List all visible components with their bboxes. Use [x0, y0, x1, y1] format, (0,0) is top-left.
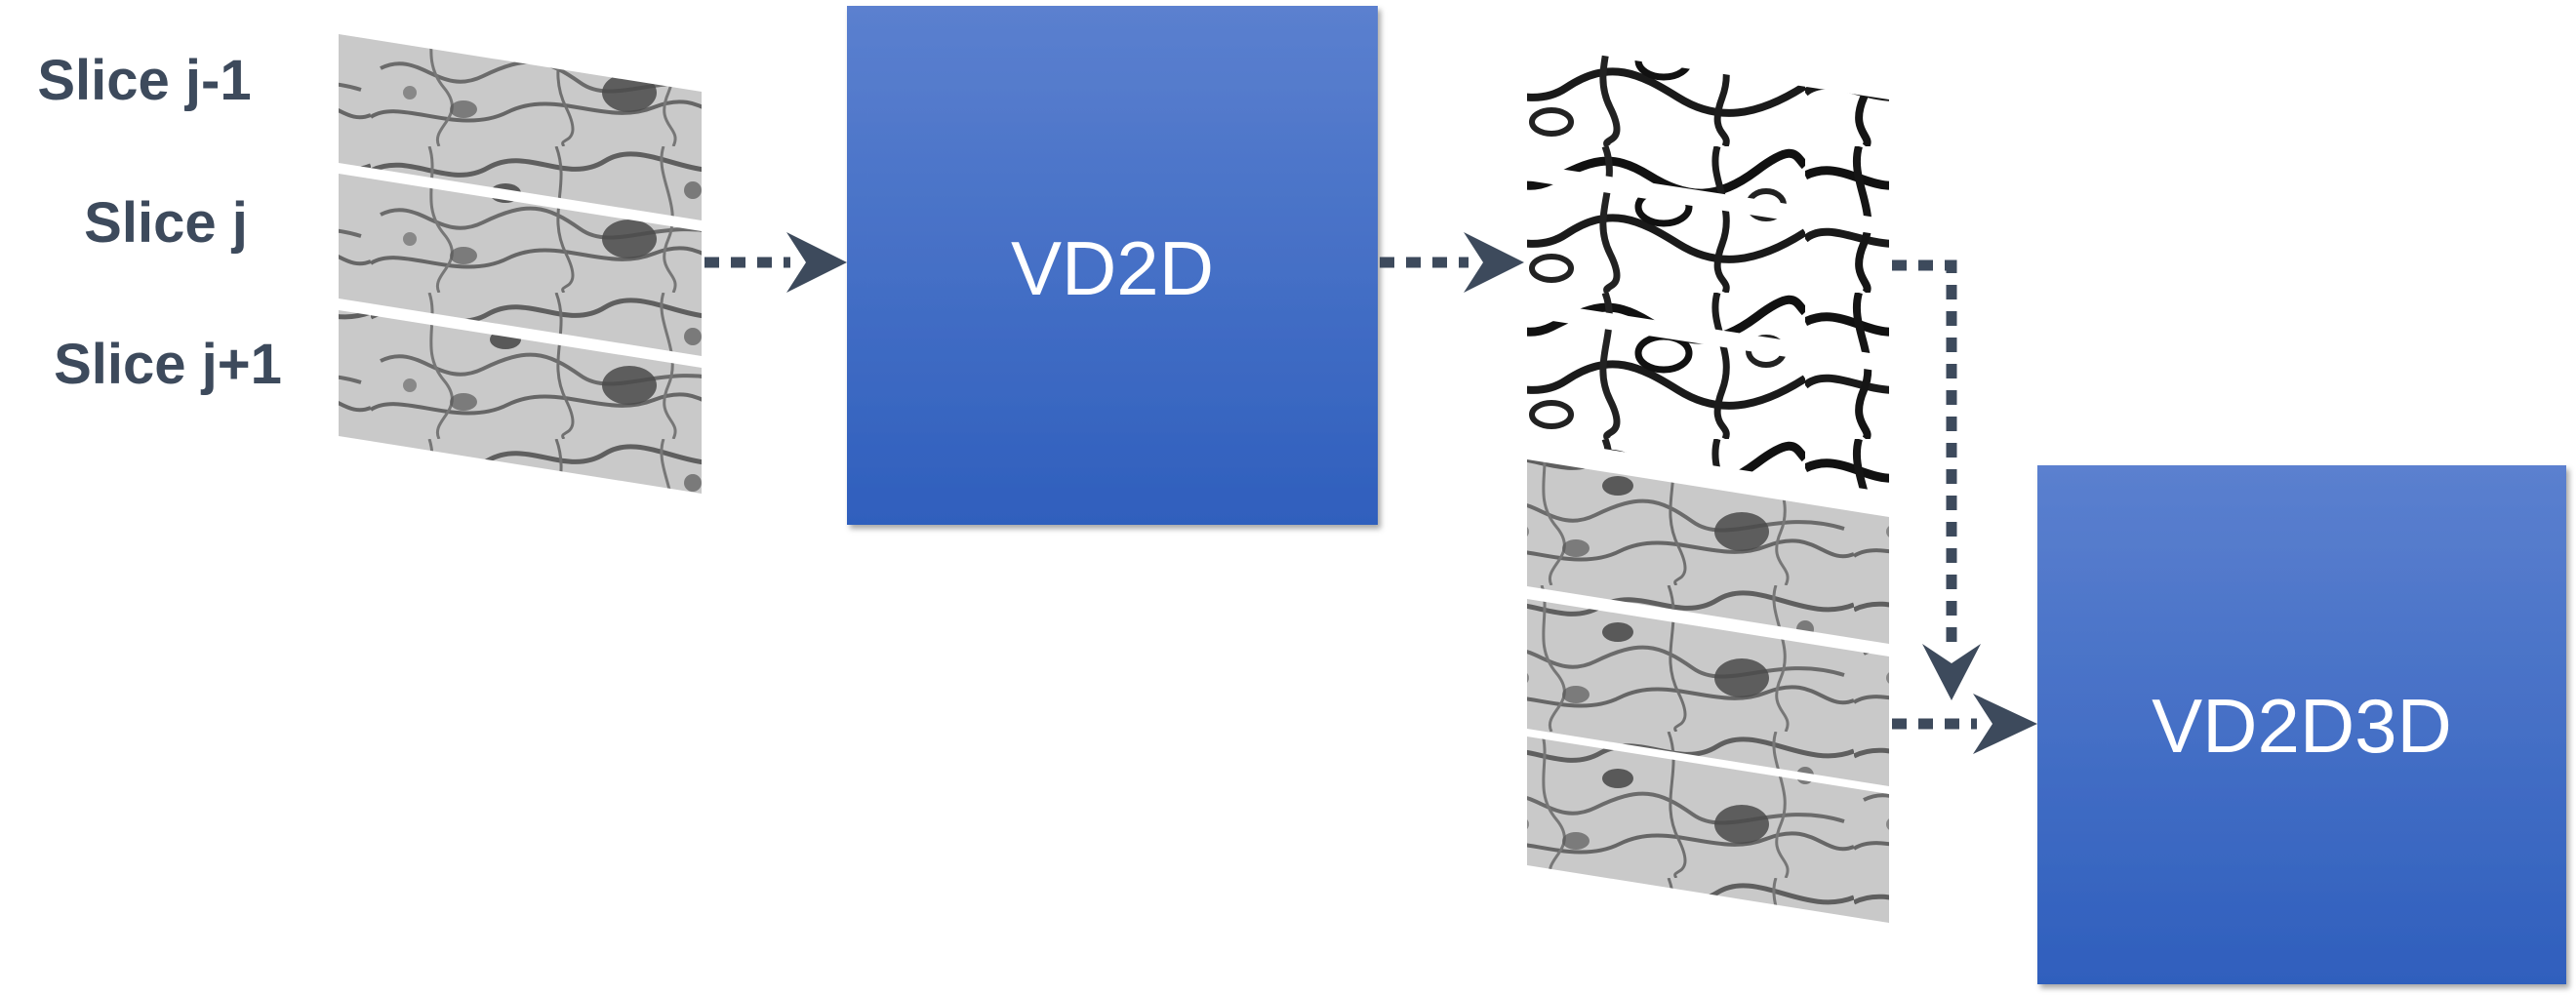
vd2d3d-box: VD2D3D [2037, 465, 2566, 984]
intermediate-stack [1527, 44, 1889, 923]
arrow-boundary-down [1892, 259, 1981, 700]
input-slice-image-j [339, 174, 702, 356]
slice-label-j-plus-1: Slice j+1 [54, 333, 282, 396]
vd2d-box: VD2D [847, 6, 1378, 525]
raw-slice-3 [1527, 736, 1889, 923]
slice-label-j: Slice j [84, 191, 248, 255]
arrow-stack-to-vd2d3d [1892, 694, 2037, 754]
vd2d-label: VD2D [1011, 225, 1214, 311]
input-slice-image-j-minus-1 [339, 34, 702, 220]
raw-slice-1 [1527, 459, 1889, 644]
arrow-inputs-to-vd2d [704, 232, 847, 293]
boundary-map-3 [1527, 317, 1889, 493]
boundary-map-1 [1527, 44, 1889, 219]
arrow-vd2d-to-stack [1380, 232, 1524, 293]
raw-slice-2 [1527, 599, 1889, 786]
input-slice-image-j-plus-1 [339, 310, 702, 494]
input-slice-stack [339, 34, 702, 494]
slice-label-j-minus-1: Slice j-1 [37, 49, 251, 112]
vd2d3d-label: VD2D3D [2152, 683, 2452, 769]
boundary-map-2 [1527, 180, 1889, 356]
